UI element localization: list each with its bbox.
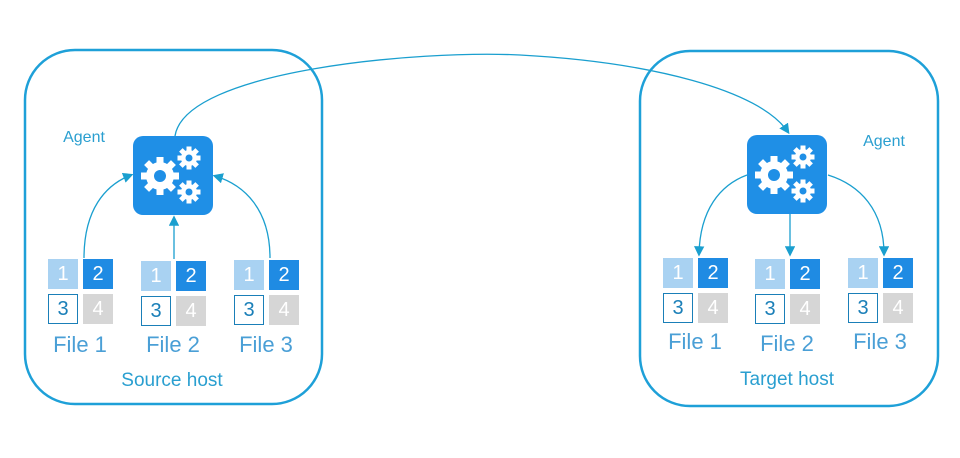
target-agent-label: Agent xyxy=(863,133,905,150)
file-block: 2 xyxy=(883,258,913,288)
file-label: File 2 xyxy=(146,332,200,357)
file-block: 1 xyxy=(141,261,171,291)
target-agent-gear-icon xyxy=(747,135,827,214)
source-host-box xyxy=(23,48,324,406)
file-block: 3 xyxy=(848,293,878,323)
file-block: 2 xyxy=(790,259,820,289)
source-arrow-file3 xyxy=(212,173,271,259)
target-host-label: Target host xyxy=(740,369,834,390)
file-block: 1 xyxy=(848,258,878,288)
file-block: 2 xyxy=(698,258,728,288)
file-block: 4 xyxy=(698,293,728,323)
source-arrow-file1 xyxy=(83,172,134,259)
file-block: 3 xyxy=(663,293,693,323)
file-block: 1 xyxy=(663,258,693,288)
file-block: 2 xyxy=(269,260,299,290)
file-block: 1 xyxy=(48,259,78,289)
target-host-box xyxy=(638,49,940,408)
file-block: 2 xyxy=(176,261,206,291)
file-block: 3 xyxy=(141,296,171,326)
file-label: File 1 xyxy=(53,332,107,357)
target-arrow-file1 xyxy=(693,174,748,257)
file-block: 1 xyxy=(234,260,264,290)
file-block: 4 xyxy=(269,295,299,325)
file-block: 4 xyxy=(83,294,113,324)
file-block: 3 xyxy=(755,294,785,324)
file-label: File 1 xyxy=(668,329,722,354)
source-host-label: Source host xyxy=(121,370,223,391)
target-arrow-file3 xyxy=(827,174,890,257)
file-label: File 2 xyxy=(760,331,814,356)
file-block: 3 xyxy=(234,295,264,325)
file-block: 2 xyxy=(83,259,113,289)
file-label: File 3 xyxy=(853,329,907,354)
file-block: 4 xyxy=(883,293,913,323)
file-block: 4 xyxy=(176,296,206,326)
file-label: File 3 xyxy=(239,332,293,357)
file-block: 3 xyxy=(48,294,78,324)
file-block: 1 xyxy=(755,259,785,289)
source-agent-gear-icon xyxy=(133,136,213,215)
source-agent-label: Agent xyxy=(63,129,105,146)
replication-arrow xyxy=(174,53,790,137)
file-block: 4 xyxy=(790,294,820,324)
